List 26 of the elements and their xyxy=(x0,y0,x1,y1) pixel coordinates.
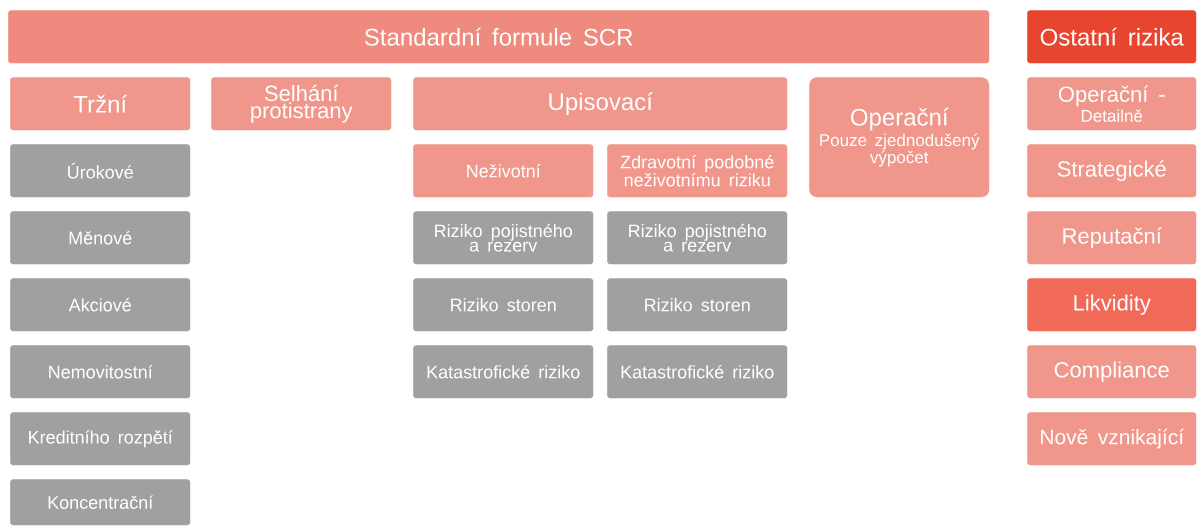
category-box: Tržní xyxy=(10,77,191,131)
risk-box: Riziko storen xyxy=(607,278,788,332)
risk-box: Riziko pojistného a rezerv xyxy=(607,211,788,265)
risk-box: Strategické xyxy=(1027,144,1197,198)
risk-box: Nemovitostní xyxy=(10,345,191,399)
risk-box: Nově vznikající xyxy=(1027,412,1197,466)
category-box: Selhání protistrany xyxy=(211,77,392,131)
risk-box: Riziko pojistného a rezerv xyxy=(413,211,594,265)
risk-box: Katastrofické riziko xyxy=(413,345,594,399)
category-box: Operační Pouze zjednodušený výpočet xyxy=(809,77,990,198)
title-bar: Ostatní rizika xyxy=(1027,10,1197,64)
risk-box: Akciové xyxy=(10,278,191,332)
category-box: Neživotní xyxy=(413,144,594,198)
category-box: Upisovací xyxy=(413,77,788,131)
risk-box: Likvidity xyxy=(1027,278,1197,332)
category-box: Operační - Detailně xyxy=(1027,77,1197,131)
risk-box: Kreditního rozpětí xyxy=(10,412,191,466)
risk-box: Riziko storen xyxy=(413,278,594,332)
title-bar: Standardní formule SCR xyxy=(8,10,990,64)
risk-box: Compliance xyxy=(1027,345,1197,399)
category-box: Zdravotní podobné neživotnímu riziku xyxy=(607,144,788,198)
risk-box: Koncentrační xyxy=(10,479,191,526)
risk-box: Reputační xyxy=(1027,211,1197,265)
risk-box: Katastrofické riziko xyxy=(607,345,788,399)
risk-box: Měnové xyxy=(10,211,191,265)
risk-box: Úrokové xyxy=(10,144,191,198)
